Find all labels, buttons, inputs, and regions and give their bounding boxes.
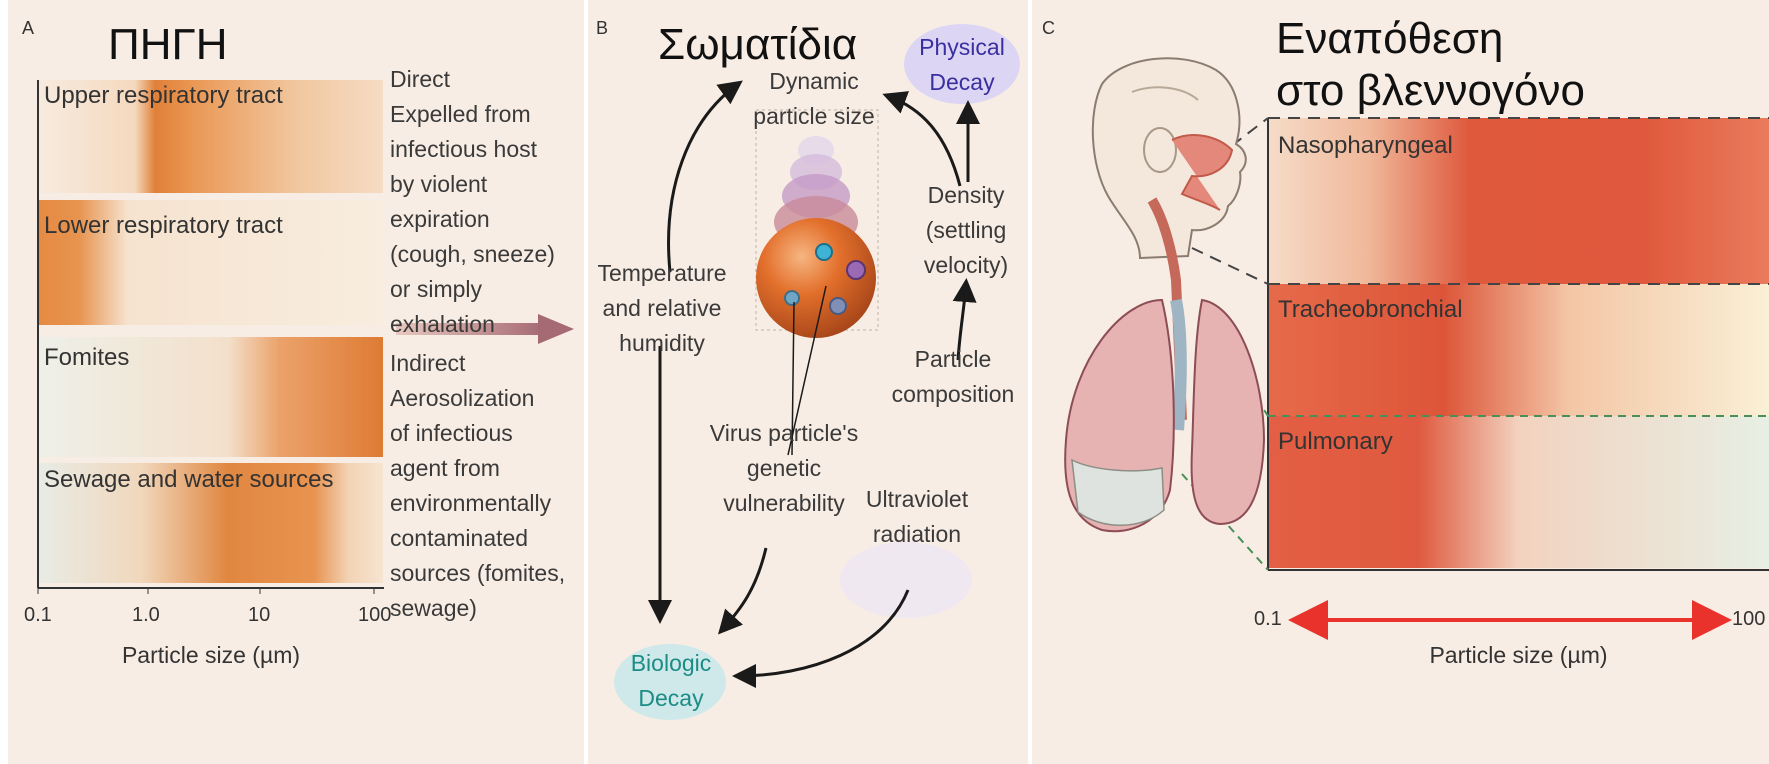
label-line: Ultraviolet [842,482,992,517]
indirect-transmission-text: Indirect Aerosolization of infectious ag… [390,346,580,626]
temperature-humidity-label: Temperature and relative humidity [588,256,736,361]
band-label-upper: Upper respiratory tract [44,82,283,110]
direct-transmission-text: Direct Expelled from infectious host by … [390,62,580,342]
panel-c-heading-line1: Εναπόθεση [1276,14,1503,64]
c-tick-right: 100 [1732,608,1765,631]
direct-line: Direct [390,62,580,97]
label-line: humidity [588,326,736,361]
label-line: (settling [904,213,1028,248]
direct-line: Expelled from [390,97,580,132]
panel-b-heading: Σωματίδια [658,20,857,70]
physical-decay-label: Physical Decay [904,30,1020,100]
virus-particle [847,261,865,279]
band-label-pulmonary: Pulmonary [1278,428,1393,456]
indirect-line: sewage) [390,591,580,626]
panel-b: B Σωματίδια Dynamic particle size Physic… [588,0,1028,764]
direct-line: or simply [390,272,580,307]
panel-c-axis-label: Particle size (µm) [1268,642,1769,669]
indirect-line: sources (fomites, [390,556,580,591]
band-label-sewage: Sewage and water sources [44,466,334,494]
indirect-line: Indirect [390,346,580,381]
connector-trachea [1192,248,1268,284]
label-line: Decay [616,681,726,716]
panel-c-heading-line2: στο βλεννογόνο [1276,66,1585,116]
ultraviolet-label: Ultraviolet radiation [842,482,992,552]
label-line: Dynamic [724,64,904,99]
band-label-tracheobronchial: Tracheobronchial [1278,296,1463,324]
label-line: Physical [904,30,1020,65]
dynamic-particle-size-label: Dynamic particle size [724,64,904,134]
virus-particle [830,298,846,314]
label-line: Virus particle's [684,416,884,451]
label-line: Density [904,178,1028,213]
label-line: velocity) [904,248,1028,283]
band-label-nasopharyngeal: Nasopharyngeal [1278,132,1453,160]
direct-line: exhalation [390,307,580,342]
direct-line: infectious host [390,132,580,167]
panel-letter-a: A [22,18,34,39]
biologic-decay-label: Biologic Decay [616,646,726,716]
panel-a-axis-label: Particle size (µm) [38,642,384,669]
tick-label-2: 10 [248,604,270,627]
label-line: Particle [878,342,1028,377]
indirect-line: contaminated [390,521,580,556]
panel-a: A ΠΗΓΗ Upper respiratory tract Lower res… [8,0,584,764]
label-line: and relative [588,291,736,326]
panel-letter-c: C [1042,18,1055,39]
density-label: Density (settling velocity) [904,178,1028,283]
indirect-line: agent from [390,451,580,486]
c-tick-left: 0.1 [1254,608,1282,631]
particle-composition-label: Particle composition [878,342,1028,412]
label-line: radiation [842,517,992,552]
tick-label-0: 0.1 [24,604,52,627]
tick-label-3: 100 [358,604,391,627]
virus-particle [816,244,832,260]
panel-c: C Εναπόθεση στο βλεννογόνο Nasopharyngea… [1032,0,1769,764]
direct-line: expiration [390,202,580,237]
band-label-lower: Lower respiratory tract [44,212,283,240]
direct-line: by violent [390,167,580,202]
human-respiratory-illustration [1065,58,1264,531]
indirect-line: environmentally [390,486,580,521]
label-line: Decay [904,65,1020,100]
panel-letter-b: B [596,18,608,39]
indirect-line: Aerosolization [390,381,580,416]
label-line: composition [878,377,1028,412]
uv-halo [840,542,972,618]
label-line: genetic [684,451,884,486]
tick-label-1: 1.0 [132,604,160,627]
direct-line: (cough, sneeze) [390,237,580,272]
label-line: particle size [724,99,904,134]
arrow-virus-to-biologic [722,548,766,630]
panel-a-heading: ΠΗΓΗ [108,20,228,70]
band-label-fomites: Fomites [44,344,129,372]
indirect-line: of infectious [390,416,580,451]
label-line: Temperature [588,256,736,291]
virus-particle [785,291,799,305]
label-line: Biologic [616,646,726,681]
